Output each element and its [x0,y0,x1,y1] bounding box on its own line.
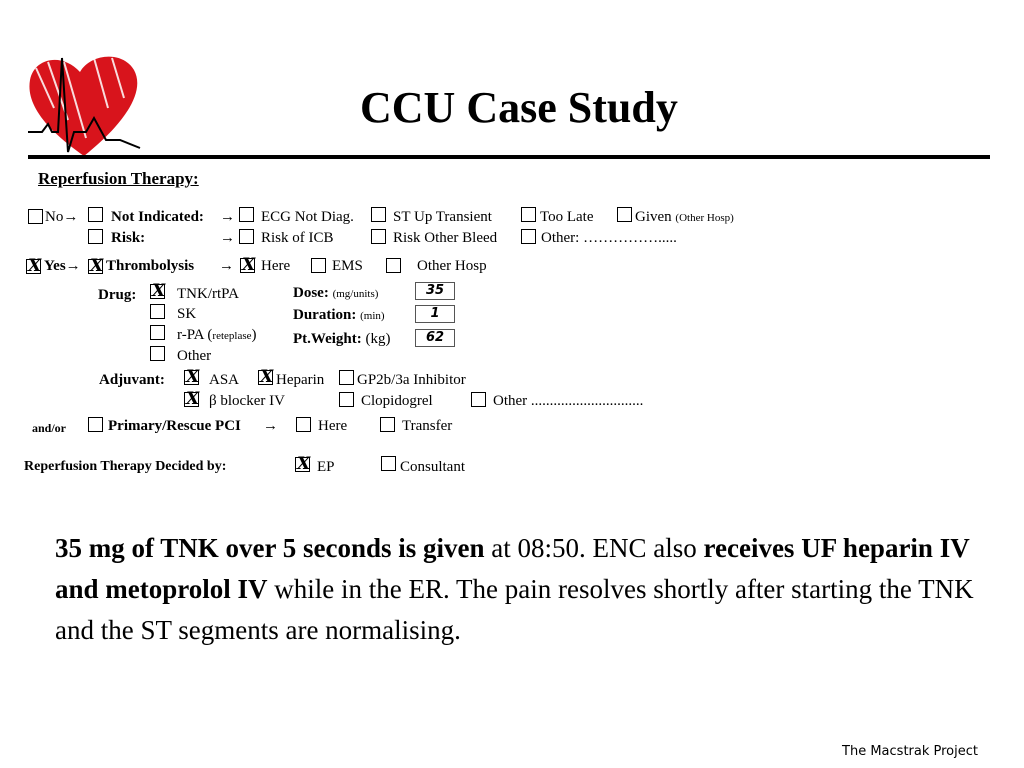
dose-field[interactable]: 35 [415,282,455,300]
checkbox-other-hosp[interactable] [386,258,401,273]
pci-label: Primary/Rescue PCI [108,418,241,434]
check-mark: X [28,256,42,276]
here-label: Here [261,258,291,274]
too-late-label: Too Late [540,209,594,225]
other-hosp-label: Other Hosp [417,258,487,274]
decided-by-label: Reperfusion Therapy Decided by: [24,459,227,474]
asa-label: ASA [209,372,240,388]
drug-option-rpa: r-PA (reteplase) [177,327,257,343]
no-label: No→ [45,209,79,225]
checkbox-adjuvant-other[interactable] [471,392,486,407]
heparin-label: Heparin [276,372,325,388]
check-mark: X [242,255,256,275]
arrow: → [219,258,234,274]
check-mark: X [260,367,274,387]
drug-option-sk: SK [177,306,197,322]
beta-blocker-label: β blocker IV [209,393,285,409]
footer-credit: The Macstrak Project [842,744,978,759]
yes-label: Yes→ [44,258,81,274]
narrative-bold-2: receives UF heparin IV and metoprolol IV [55,533,970,604]
pci-here-label: Here [318,418,348,434]
check-mark: X [90,256,104,276]
checkbox-risk[interactable] [88,229,103,244]
st-up-transient-label: ST Up Transient [393,209,492,225]
checkbox-beta-blocker[interactable]: X [184,389,200,409]
check-mark: X [152,281,166,301]
checkbox-ep[interactable]: X [295,454,311,474]
duration-label: Duration: (min) [293,307,385,323]
checkbox-here[interactable]: X [240,255,256,275]
ems-label: EMS [332,258,363,274]
adjuvant-label: Adjuvant: [99,372,165,388]
weight-field[interactable]: 62 [415,329,455,347]
ep-label: EP [317,459,335,475]
risk-other-label: Other: ……………..... [541,230,677,246]
checkbox-clopidogrel[interactable] [339,392,354,407]
narrative-bold-1: 35 mg of TNK over 5 seconds is given [55,533,485,563]
weight-label: Pt.Weight: (kg) [293,331,391,347]
heart-ecg-logo [28,56,141,156]
clopidogrel-label: Clopidogrel [361,393,433,409]
checkbox-pci-transfer[interactable] [380,417,395,432]
checkbox-risk-of-icb[interactable] [239,229,254,244]
checkbox-drug-sk[interactable] [150,304,165,319]
checkbox-pci[interactable] [88,417,103,432]
checkbox-no[interactable] [28,209,43,224]
checkbox-consultant[interactable] [381,456,396,471]
checkbox-drug-tnk[interactable]: X [150,281,166,301]
checkbox-st-up-transient[interactable] [371,207,386,222]
checkbox-ecg-not-diag[interactable] [239,207,254,222]
ecg-not-diag-label: ECG Not Diag. [261,209,354,225]
check-mark: X [186,367,200,387]
arrow: → [220,230,235,246]
checkbox-drug-other[interactable] [150,346,165,361]
pci-transfer-label: Transfer [402,418,453,434]
page-title: CCU Case Study [360,83,678,132]
checkbox-heparin[interactable]: X [258,367,274,387]
andor-label: and/or [32,421,67,435]
checkbox-pci-here[interactable] [296,417,311,432]
narrative-text-2: while in the ER. The pain resolves short… [55,574,974,645]
risk-label: Risk: [111,230,146,246]
section-title: Reperfusion Therapy: [38,169,199,188]
consultant-label: Consultant [400,459,466,475]
thrombolysis-label: Thrombolysis [106,258,195,274]
gp2b3a-label: GP2b/3a Inhibitor [357,372,466,388]
checkbox-gp2b3a[interactable] [339,370,354,385]
given-label: Given (Other Hosp) [635,209,734,225]
checkbox-ems[interactable] [311,258,326,273]
checkbox-asa[interactable]: X [184,367,200,387]
checkbox-risk-other-bleed[interactable] [371,229,386,244]
narrative-text-1: at 08:50. ENC also [484,533,704,563]
drug-option-other: Other [177,348,212,364]
checkbox-given[interactable] [617,207,632,222]
drug-label: Drug: [98,287,137,303]
risk-of-icb-label: Risk of ICB [261,230,334,246]
dose-label: Dose: (mg/units) [293,285,379,301]
checkbox-yes[interactable]: X [26,256,42,276]
arrow: → [220,209,235,225]
checkbox-risk-other[interactable] [521,229,536,244]
adjuvant-other-label: Other .............................. [493,393,644,409]
check-mark: X [297,454,311,474]
checkbox-thrombolysis[interactable]: X [88,256,104,276]
duration-field[interactable]: 1 [415,305,455,323]
case-narrative: 35 mg of TNK over 5 seconds is given at … [55,528,975,651]
title-divider [28,155,990,159]
checkbox-drug-rpa[interactable] [150,325,165,340]
check-mark: X [186,389,200,409]
ecg-line [28,57,141,153]
checkbox-not-indicated[interactable] [88,207,103,222]
checkbox-too-late[interactable] [521,207,536,222]
not-indicated-label: Not Indicated: [111,209,204,225]
arrow: → [263,418,278,434]
drug-option-tnk: TNK/rtPA [177,286,239,302]
risk-other-bleed-label: Risk Other Bleed [393,230,498,246]
